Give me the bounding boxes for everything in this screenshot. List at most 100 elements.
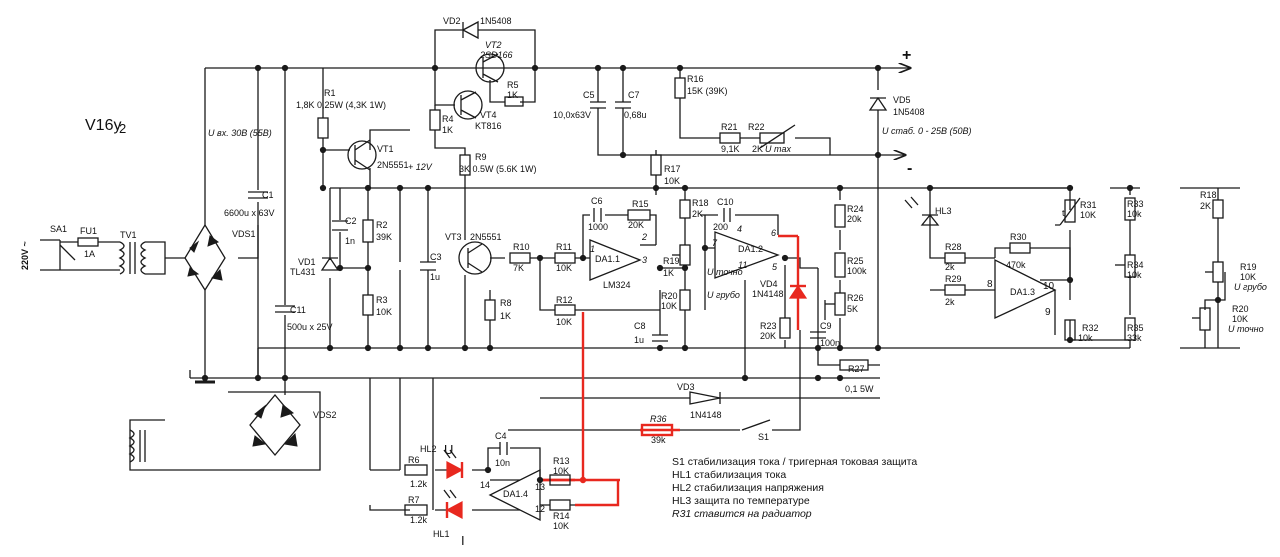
r27-value: 0,1 5W	[845, 384, 874, 394]
r1-value: 1,8K 0,25W (4,3K 1W)	[296, 100, 386, 110]
pin-label: 12	[535, 504, 545, 514]
r11-label: R11	[556, 242, 572, 252]
r26-label: R26	[847, 293, 864, 303]
r32-label: R32	[1082, 323, 1099, 333]
schematic-title: V16y	[85, 117, 121, 134]
r22-resistor	[759, 124, 796, 149]
vd1-label: VD1	[298, 257, 316, 267]
c1-capacitor	[248, 191, 268, 199]
u-mark-label: U	[444, 442, 453, 457]
vd2-value: 1N5408	[480, 16, 512, 26]
r15-label: R15	[632, 199, 649, 209]
vt4-transistor	[453, 90, 483, 120]
r19-value: 1K	[663, 268, 674, 278]
r34-value: 10k	[1127, 270, 1142, 280]
vd3-label: VD3	[677, 382, 695, 392]
r13-value: 10K	[553, 466, 569, 476]
vd2-diode	[461, 20, 479, 40]
vt2-label: VT2	[485, 40, 502, 50]
c6-label: C6	[591, 196, 603, 206]
c4-label: C4	[495, 431, 507, 441]
ins-r18-resistor	[1212, 199, 1224, 219]
lm324-label: LM324	[603, 280, 631, 290]
r28-label: R28	[945, 242, 962, 252]
r17-value: 10K	[664, 176, 680, 186]
r12-value: 10K	[556, 317, 572, 327]
r34-label: R34	[1127, 260, 1144, 270]
r3-value: 10K	[376, 307, 392, 317]
note-line: S1 стабилизация тока / тригерная токовая…	[672, 456, 917, 468]
inset-r19-note: U грубо	[1234, 282, 1267, 292]
r35-label: R35	[1127, 323, 1144, 333]
r1-resistor	[317, 117, 329, 139]
vd3-value: 1N4148	[690, 410, 722, 420]
r8-label: R8	[500, 298, 512, 308]
r18-label: R18	[692, 198, 709, 208]
r17-resistor	[650, 154, 662, 176]
tv1-label: TV1	[120, 230, 137, 240]
notes-block: S1 стабилизация тока / тригерная токовая…	[672, 456, 917, 520]
c5-value: 10,0x63V	[553, 110, 591, 120]
fu1-value: 1A	[84, 249, 95, 259]
pin-label: 5	[772, 262, 778, 272]
r21-resistor	[719, 132, 741, 144]
c9-value: 100n	[820, 338, 840, 348]
r4-label: R4	[442, 114, 454, 124]
r6-resistor	[404, 464, 428, 476]
c7-label: C7	[628, 90, 640, 100]
r18-resistor	[679, 199, 691, 219]
r24-label: R24	[847, 204, 864, 214]
r23-resistor	[779, 317, 791, 339]
r9-resistor	[459, 154, 471, 176]
c8-capacitor	[652, 334, 668, 342]
vd4-label: VD4	[760, 279, 778, 289]
r31-label: R31	[1080, 200, 1097, 210]
c10-capacitor	[723, 208, 731, 222]
fu1-label: FU1	[80, 226, 97, 236]
pin-label: 9	[1045, 307, 1051, 318]
vt1-label: VT1	[377, 144, 394, 154]
r14-resistor	[549, 499, 571, 511]
fu1-fuse	[60, 237, 120, 271]
note-line: R31 ставится на радиатор	[672, 508, 812, 520]
pin-label: 8	[987, 279, 993, 290]
r4-value: 1K	[442, 125, 453, 135]
c3-capacitor	[420, 261, 436, 271]
v12-label: + 12V	[408, 162, 433, 172]
note-line: HL3 защита по температуре	[672, 495, 810, 507]
wiring	[129, 29, 1140, 511]
u-exact-label: U точно	[707, 267, 743, 277]
r33-resistor	[1124, 197, 1136, 221]
c7-capacitor	[615, 68, 631, 155]
r26-value: 5K	[847, 304, 858, 314]
vt4-label: VT4	[480, 110, 497, 120]
r12-resistor	[554, 304, 576, 316]
r3-label: R3	[376, 295, 388, 305]
r24-resistor	[834, 204, 846, 228]
r13-label: R13	[553, 456, 570, 466]
pin-label: 7	[712, 238, 718, 248]
hl1-label: HL1	[433, 529, 450, 539]
r25-value: 100k	[847, 266, 867, 276]
r7-value: 1.2k	[410, 515, 428, 525]
r5-resistor	[504, 96, 524, 107]
r30-label: R30	[1010, 232, 1027, 242]
vt3-value: 2N5551	[470, 232, 502, 242]
vt2-value: 2SD166	[479, 50, 513, 60]
r5-label: R5	[507, 80, 519, 90]
c4-value: 10n	[495, 458, 510, 468]
hl2-label: HL2	[420, 444, 437, 454]
vt2-transistor	[475, 53, 505, 83]
c5-capacitor	[590, 68, 606, 109]
r35-value: 33k	[1127, 333, 1142, 343]
vt4-value: KT816	[475, 121, 502, 131]
ins-r19-resistor	[1205, 261, 1224, 283]
pin-label: 2	[641, 232, 647, 242]
ins-r20-resistor	[1192, 307, 1211, 331]
da14-opamp	[488, 468, 541, 522]
vd4-value: 1N4148	[752, 289, 784, 299]
note-line: HL2 стабилизация напряжения	[672, 482, 824, 494]
da12-label: DA1.2	[738, 244, 763, 254]
pin-numbers: 1 2 3 4 5 6 7 11 8 9 10 12 13 14	[480, 224, 1055, 514]
r28-resistor	[944, 252, 966, 264]
